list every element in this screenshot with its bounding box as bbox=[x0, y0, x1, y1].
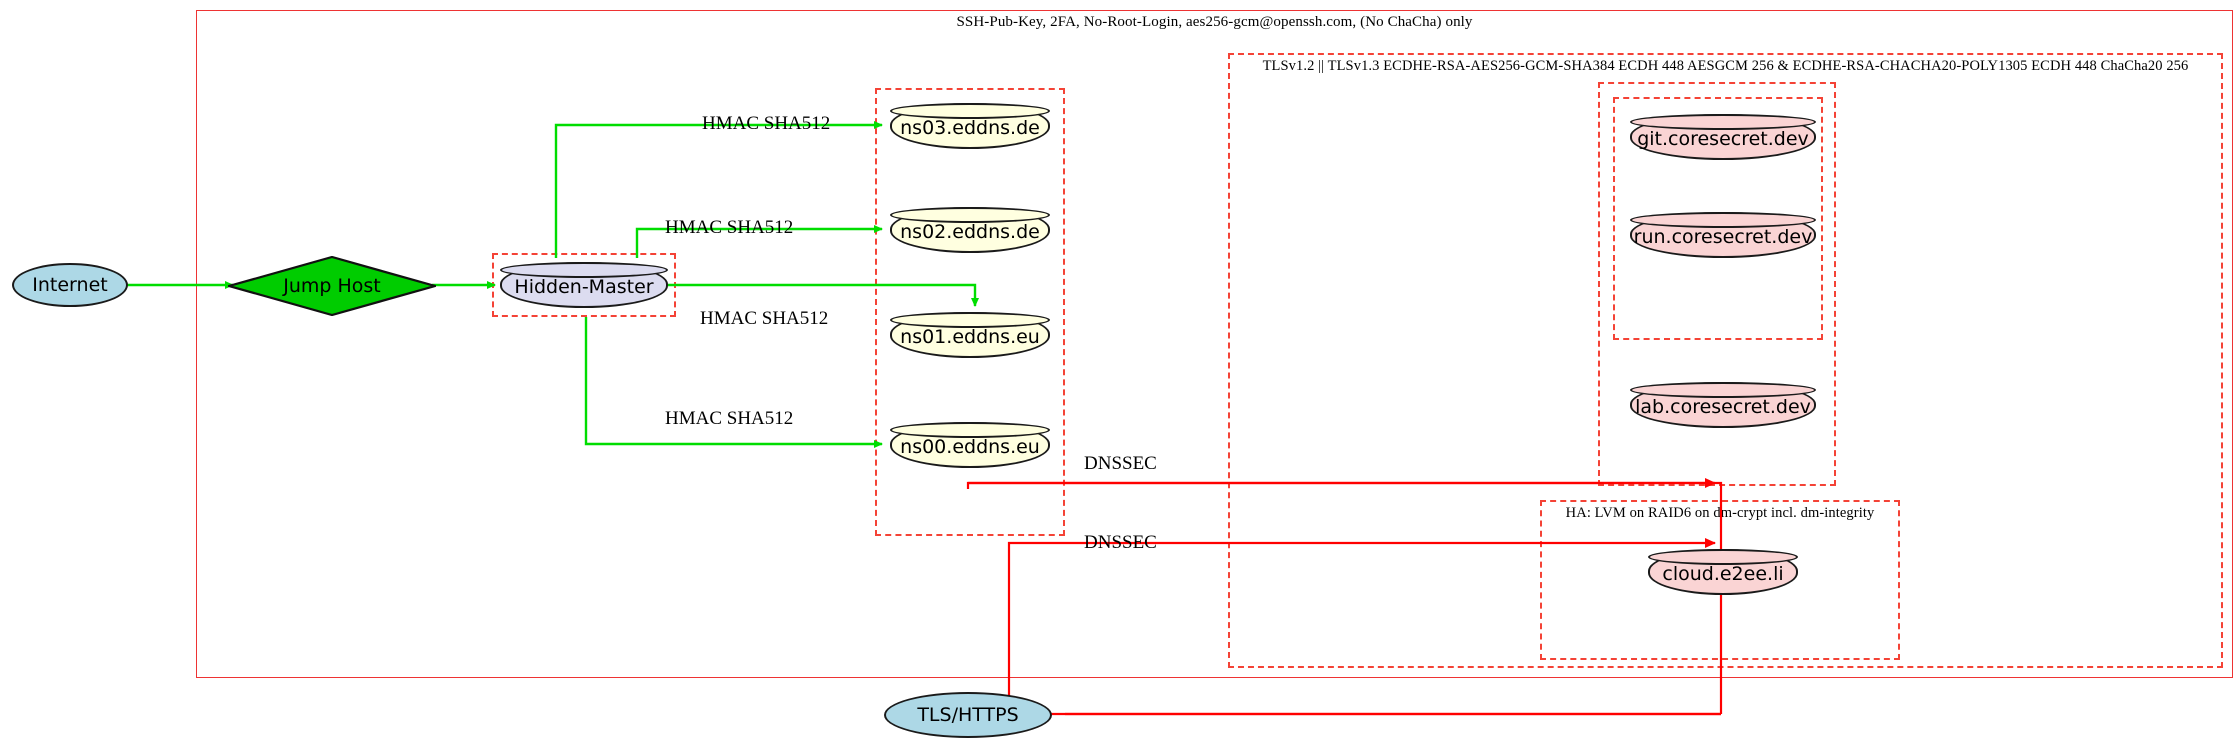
node-ns02[interactable]: ns02.eddns.de bbox=[889, 206, 1051, 253]
edge-label-hmac-ns02: HMAC SHA512 bbox=[665, 217, 794, 238]
node-internet-label: Internet bbox=[32, 274, 108, 296]
node-internet[interactable]: Internet bbox=[12, 263, 128, 307]
jump-host-diamond-icon bbox=[224, 255, 440, 317]
node-run-coresecret-dev-label: run.coresecret.dev bbox=[1633, 226, 1813, 248]
edge-hiddenmaster-to-ns01 bbox=[668, 283, 979, 307]
node-ns00-label: ns00.eddns.eu bbox=[900, 436, 1040, 458]
edge-label-hmac-ns03: HMAC SHA512 bbox=[702, 113, 831, 134]
edge-label-dnssec-lower: DNSSEC bbox=[1084, 532, 1157, 553]
edge-label-hmac-ns01: HMAC SHA512 bbox=[700, 308, 829, 329]
node-ns02-label: ns02.eddns.de bbox=[900, 221, 1040, 243]
node-tls-https-label: TLS/HTTPS bbox=[917, 704, 1019, 726]
node-git-coresecret-dev[interactable]: git.coresecret.dev bbox=[1629, 113, 1817, 160]
cluster-tls-boundary: TLSv1.2 || TLSv1.3 ECDHE-RSA-AES256-GCM-… bbox=[1228, 53, 2223, 668]
node-lab-coresecret-dev-label: lab.coresecret.dev bbox=[1635, 396, 1811, 418]
edge-label-dnssec-upper: DNSSEC bbox=[1084, 453, 1157, 474]
cluster-ssh-boundary-label: SSH-Pub-Key, 2FA, No-Root-Login, aes256-… bbox=[956, 14, 1473, 30]
node-cloud-e2ee-li-label: cloud.e2ee.li bbox=[1662, 563, 1784, 585]
node-ns03-label: ns03.eddns.de bbox=[900, 117, 1040, 139]
cluster-service-outer-group bbox=[1598, 82, 1836, 486]
edge-label-hmac-ns00: HMAC SHA512 bbox=[665, 408, 794, 429]
node-jump-host[interactable]: Jump Host bbox=[224, 255, 440, 317]
node-git-coresecret-dev-label: git.coresecret.dev bbox=[1637, 128, 1809, 150]
edge-hiddenmaster-to-ns03 bbox=[554, 121, 883, 258]
node-lab-coresecret-dev[interactable]: lab.coresecret.dev bbox=[1629, 381, 1817, 428]
cluster-tls-boundary-label: TLSv1.2 || TLSv1.3 ECDHE-RSA-AES256-GCM-… bbox=[1262, 58, 2189, 74]
edge-hiddenmaster-to-ns02 bbox=[635, 225, 883, 258]
node-ns03[interactable]: ns03.eddns.de bbox=[889, 102, 1051, 149]
cluster-ssh-boundary: SSH-Pub-Key, 2FA, No-Root-Login, aes256-… bbox=[196, 10, 2233, 678]
node-hidden-master[interactable]: Hidden-Master bbox=[499, 261, 669, 308]
node-ns00[interactable]: ns00.eddns.eu bbox=[889, 421, 1051, 468]
node-hidden-master-label: Hidden-Master bbox=[514, 276, 654, 298]
node-cloud-e2ee-li[interactable]: cloud.e2ee.li bbox=[1647, 548, 1799, 595]
node-ns01-label: ns01.eddns.eu bbox=[900, 326, 1040, 348]
node-run-coresecret-dev[interactable]: run.coresecret.dev bbox=[1629, 211, 1817, 258]
edge-dnssec-lower bbox=[1007, 538, 1716, 662]
edge-hiddenmaster-to-ns00 bbox=[584, 317, 883, 448]
node-tls-https[interactable]: TLS/HTTPS bbox=[884, 692, 1052, 738]
cluster-service-inner-group bbox=[1613, 97, 1823, 340]
node-ns01[interactable]: ns01.eddns.eu bbox=[889, 311, 1051, 358]
cluster-dns-group bbox=[875, 88, 1065, 536]
